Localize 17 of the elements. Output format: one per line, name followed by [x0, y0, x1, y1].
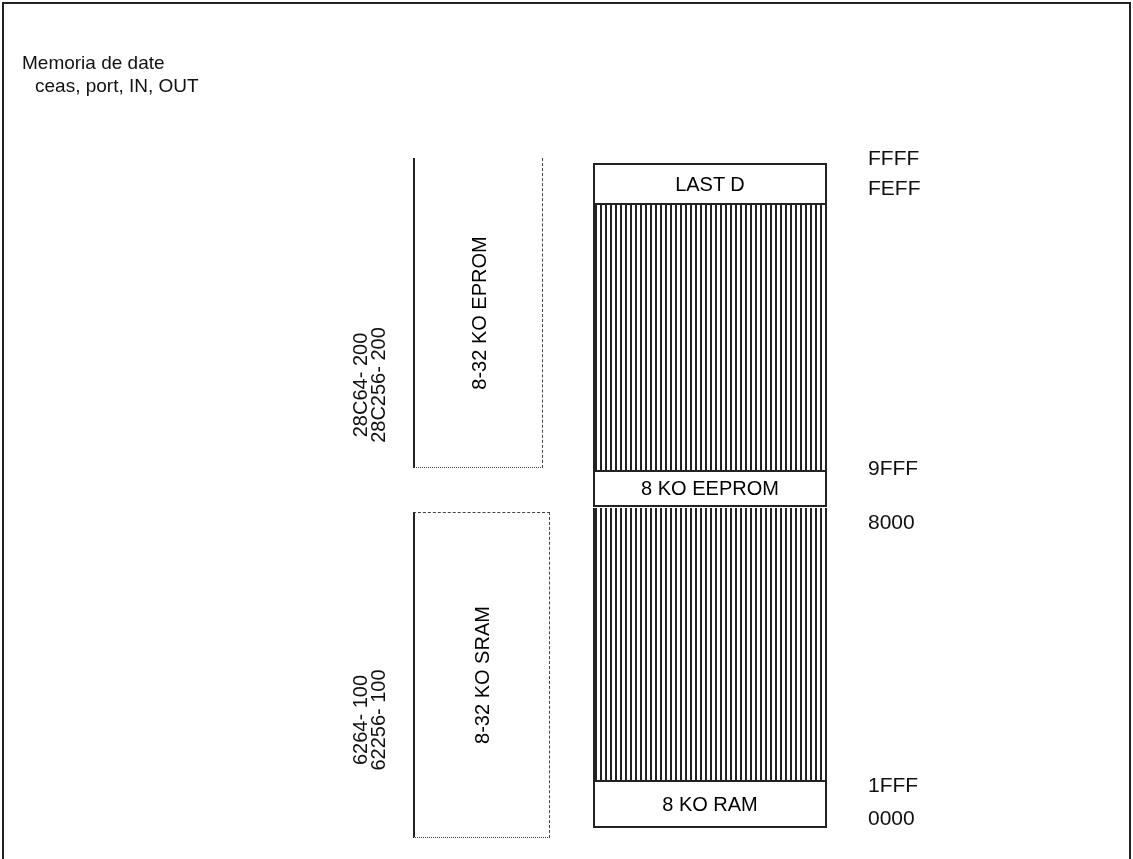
address-label: FEFF — [868, 176, 921, 200]
hatched-memory-area — [593, 205, 827, 470]
memory-label: 8-32 KO EPROM — [467, 235, 490, 390]
address-label: 9FFF — [868, 456, 919, 480]
address-label: 1FFF — [868, 773, 919, 797]
address-label: FFFF — [868, 146, 920, 170]
note-text: ceas, port, IN, OUT — [35, 75, 199, 97]
memory-chip-box — [413, 512, 550, 838]
address-label: 0000 — [868, 806, 915, 830]
hatched-memory-area — [593, 508, 827, 780]
memory-label: 8-32 KO SRAM — [470, 606, 494, 744]
diagram-heading: Memoria de date — [22, 52, 165, 74]
address-label: 8000 — [868, 510, 915, 534]
memory-chip-box — [413, 158, 543, 468]
memory-segment: 8 KO EEPROM — [593, 470, 827, 507]
memory-segment: LAST D — [593, 163, 827, 205]
memory-segment: 8 KO RAM — [593, 780, 827, 828]
